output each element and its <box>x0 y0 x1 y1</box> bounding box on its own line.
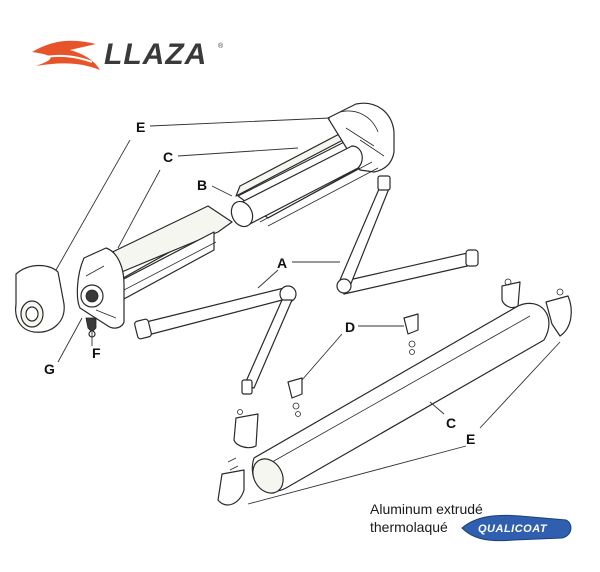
logo-trademark: ® <box>218 42 224 50</box>
label-B: B <box>197 177 207 193</box>
note-line-1: Aluminum extrudé <box>370 501 483 517</box>
leader-lines <box>55 117 561 505</box>
label-D: D <box>345 319 355 335</box>
front-bar-assembly <box>217 278 572 506</box>
mounting-brackets <box>287 313 419 417</box>
material-note: Aluminum extrudé thermolaqué QUALICOAT <box>370 501 572 542</box>
front-end-cap-left <box>217 469 245 506</box>
roller-tube <box>233 145 363 227</box>
label-C-bottom: C <box>446 415 456 431</box>
front-end-cap-right <box>545 295 572 337</box>
label-E-top: E <box>136 119 145 135</box>
llaza-logo: LLAZA ® <box>32 38 224 71</box>
folding-arm-left <box>134 285 297 395</box>
crank-gear <box>85 317 97 333</box>
label-C-top: C <box>163 149 173 165</box>
label-A: A <box>277 255 287 271</box>
qualicoat-badge <box>461 514 572 542</box>
label-E-bottom: E <box>466 431 475 447</box>
note-line-2: thermolaqué <box>370 519 448 535</box>
label-G: G <box>44 361 55 377</box>
top-cassette-assembly <box>230 102 395 228</box>
folding-arm-right <box>336 175 479 295</box>
qualicoat-badge-text: QUALICOAT <box>478 523 548 535</box>
logo-wordmark: LLAZA <box>104 38 207 71</box>
label-F: F <box>92 345 101 361</box>
left-cassette-assembly <box>15 205 233 338</box>
